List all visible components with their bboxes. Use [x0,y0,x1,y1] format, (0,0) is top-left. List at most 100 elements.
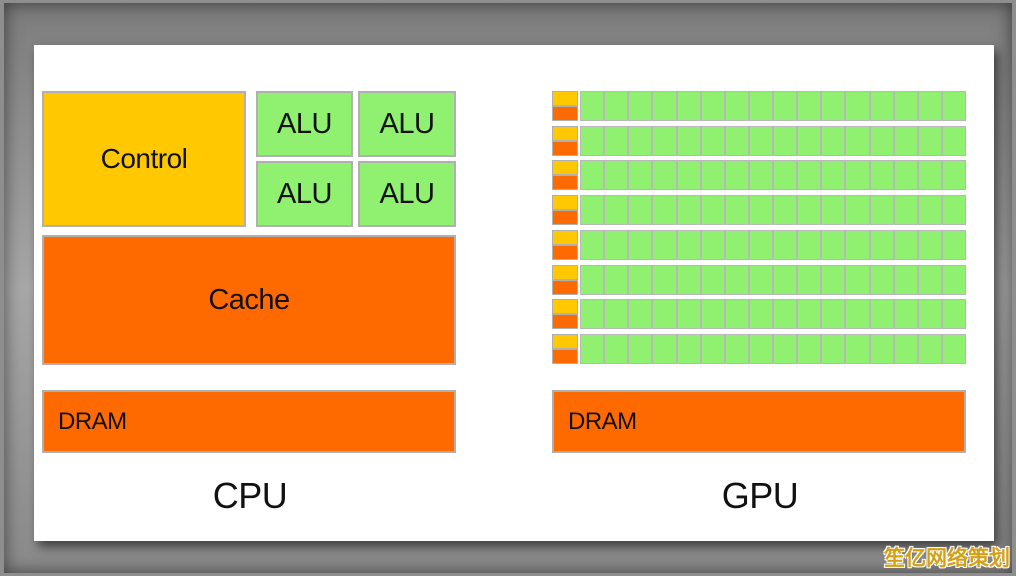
gpu-alu-cell [869,299,894,330]
gpu-alu-cell [700,264,725,295]
diagram-panel: Control ALU ALU ALU ALU Cache DRAM CPU D… [34,45,994,541]
gpu-alu-cell [821,91,846,121]
cpu-control-block: Control [42,91,246,227]
gpu-alu-cell [773,229,798,260]
image-frame: Control ALU ALU ALU ALU Cache DRAM CPU D… [4,3,1012,573]
cpu-alu-3: ALU [256,161,353,227]
gpu-alu-cell [893,333,918,364]
gpu-dram-block: DRAM [552,390,966,453]
cpu-control-label: Control [100,143,188,174]
gpu-alu-cell [580,264,605,295]
gpu-control-unit [552,264,578,280]
gpu-alu-cell [700,195,725,226]
gpu-alu-cell [748,229,773,260]
gpu-alu-cell [893,125,918,156]
gpu-alu-cell [652,229,677,260]
gpu-alu-cell [580,299,605,330]
gpu-alu-cell [724,299,749,330]
gpu-alu-cell [604,299,629,330]
gpu-alu-cell [580,333,605,364]
gpu-alu-cell [773,160,798,191]
gpu-alu-cell [748,195,773,226]
gpu-alu-cell [845,264,870,295]
gpu-alu-cell [628,91,653,121]
gpu-cache-unit [552,140,578,156]
gpu-alu-cell [700,125,725,156]
gpu-cache-unit [552,314,578,330]
gpu-alu-cell [917,125,942,156]
gpu-alu-cell [748,264,773,295]
gpu-alu-cell [773,333,798,364]
gpu-alu-cell [797,229,822,260]
gpu-alu-cell [869,195,894,226]
gpu-alu-cell [773,195,798,226]
cpu-alu-2: ALU [358,91,456,157]
gpu-alu-cell [773,299,798,330]
gpu-alu-cell [724,333,749,364]
gpu-alu-cell [676,333,701,364]
gpu-alu-cell [773,125,798,156]
cpu-cache-block: Cache [42,235,456,365]
gpu-alu-cell [845,229,870,260]
gpu-cache-unit [552,210,578,226]
gpu-cache-unit [552,279,578,295]
gpu-control-unit [552,125,578,141]
gpu-alu-cell [917,299,942,330]
gpu-alu-cell [893,229,918,260]
gpu-cache-unit [552,175,578,191]
cpu-cache-label: Cache [208,283,290,316]
gpu-alu-cell [604,264,629,295]
gpu-alu-cell [580,91,605,121]
gpu-alu-cell [724,264,749,295]
gpu-alu-cell [821,125,846,156]
gpu-alu-cell [724,160,749,191]
gpu-title: GPU [721,475,799,516]
cpu-alu-label: ALU [379,107,435,140]
gpu-alu-cell [604,229,629,260]
gpu-alu-cell [700,229,725,260]
gpu-alu-cell [724,229,749,260]
gpu-alu-cell [676,264,701,295]
gpu-alu-cell [652,195,677,226]
watermark: 笙亿网络策划 [884,546,1010,570]
gpu-alu-cell [845,125,870,156]
gpu-alu-cell [845,91,870,121]
gpu-alu-cell [845,299,870,330]
gpu-alu-cell [628,195,653,226]
cpu-alu-1: ALU [256,91,353,157]
gpu-alu-cell [917,91,942,121]
gpu-alu-cell [869,229,894,260]
gpu-alu-cell [917,195,942,226]
gpu-dram-label: DRAM [568,407,637,435]
gpu-alu-cell [893,160,918,191]
gpu-alu-cell [604,160,629,191]
gpu-alu-cell [676,229,701,260]
gpu-alu-cell [628,264,653,295]
cpu-dram-block: DRAM [42,390,456,453]
gpu-alu-cell [773,264,798,295]
gpu-alu-cell [797,125,822,156]
gpu-alu-cell [748,299,773,330]
gpu-alu-cell [917,160,942,191]
gpu-alu-cell [821,160,846,191]
gpu-alu-cell [604,125,629,156]
gpu-alu-cell [941,195,966,226]
gpu-alu-cell [700,160,725,191]
gpu-alu-cell [845,195,870,226]
gpu-alu-cell [941,299,966,330]
gpu-alu-cell [724,91,749,121]
gpu-alu-cell [797,195,822,226]
gpu-alu-cell [580,125,605,156]
gpu-alu-cell [893,195,918,226]
gpu-core-grid [552,91,968,367]
gpu-cache-unit [552,106,578,121]
gpu-alu-cell [845,160,870,191]
gpu-alu-cell [700,91,725,121]
gpu-alu-cell [676,299,701,330]
gpu-alu-cell [797,264,822,295]
gpu-control-unit [552,299,578,315]
gpu-alu-cell [845,333,870,364]
gpu-alu-cell [652,299,677,330]
gpu-control-unit [552,229,578,245]
gpu-alu-cell [773,91,798,121]
